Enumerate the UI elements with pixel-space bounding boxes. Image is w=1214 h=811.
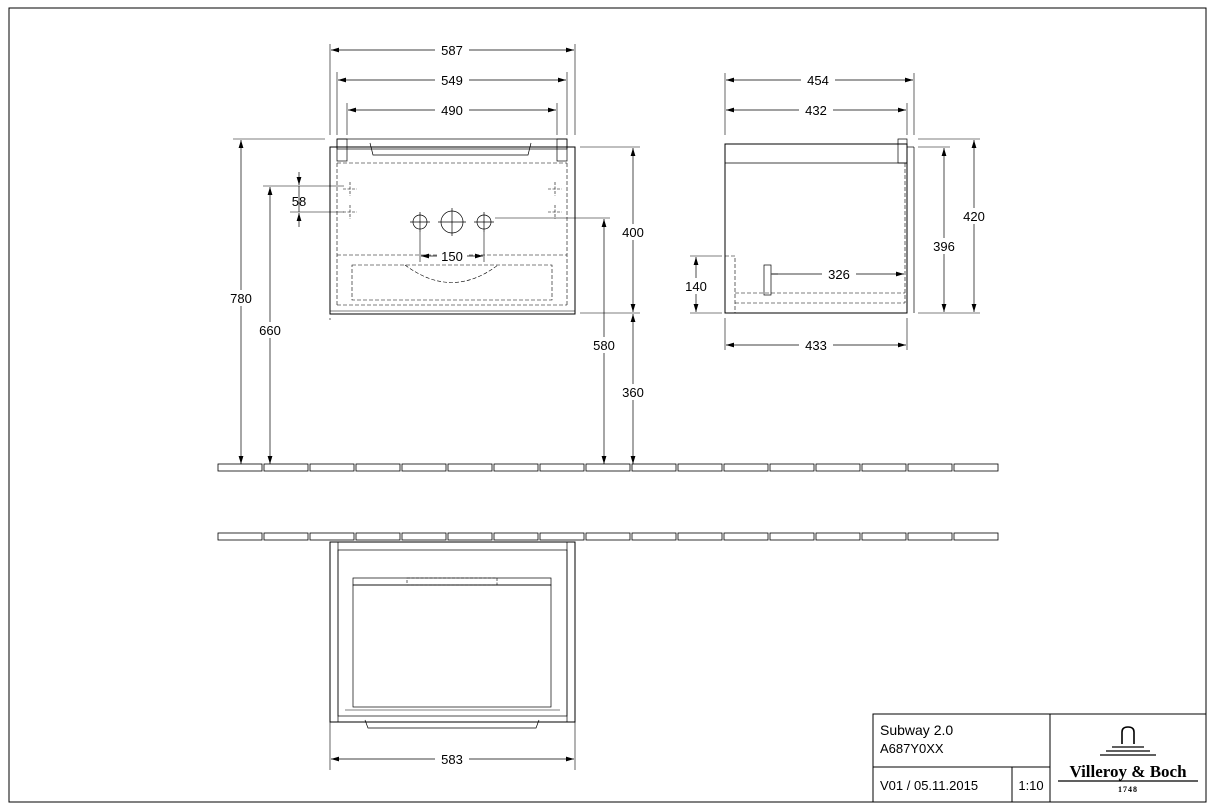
wall-tile xyxy=(861,532,907,541)
fixing-hole-icon xyxy=(343,182,562,219)
wall-tile xyxy=(677,532,723,541)
brand-name: Villeroy & Boch xyxy=(1069,762,1187,781)
dim-label-780: 780 xyxy=(230,291,252,306)
dim-label-360: 360 xyxy=(622,385,644,400)
drawing-scale: 1:10 xyxy=(1018,778,1043,793)
wall-tile xyxy=(355,532,401,541)
wall-tile xyxy=(355,463,401,472)
side-cabinet-outline xyxy=(724,143,908,314)
wall-tile xyxy=(815,532,861,541)
wall-tile xyxy=(723,532,769,541)
dim-label-58: 58 xyxy=(292,194,306,209)
wall-tile xyxy=(677,463,723,472)
dim-label-549: 549 xyxy=(441,73,463,88)
dim-label-490: 490 xyxy=(441,103,463,118)
siphon-icon xyxy=(763,264,778,296)
faucet-icon xyxy=(1100,726,1156,756)
top-view: 583 xyxy=(329,541,576,770)
wall-tile xyxy=(585,532,631,541)
dim-label-587: 587 xyxy=(441,43,463,58)
dim-label-432: 432 xyxy=(805,103,827,118)
product-name: Subway 2.0 xyxy=(880,722,953,738)
wall-tile xyxy=(769,532,815,541)
wall-tile xyxy=(263,463,309,472)
wall-tile xyxy=(493,532,539,541)
front-cabinet-outline xyxy=(329,146,576,315)
title-block: Subway 2.0 A687Y0XX V01 / 05.11.2015 1:1… xyxy=(872,713,1207,803)
side-basin-edge xyxy=(897,138,908,164)
dim-label-150: 150 xyxy=(441,249,463,264)
wall-tile xyxy=(815,463,861,472)
tap-hole-icon xyxy=(410,208,494,236)
side-extension-lines xyxy=(690,73,980,350)
wall-tile xyxy=(769,463,815,472)
version-date: V01 / 05.11.2015 xyxy=(880,778,978,793)
brand-logo: Villeroy & Boch 1748 xyxy=(1058,726,1198,794)
wall-tile xyxy=(447,463,493,472)
dim-label-454: 454 xyxy=(807,73,829,88)
wall-tile xyxy=(217,532,263,541)
front-basin-inner-rim xyxy=(369,142,532,156)
wall-tile xyxy=(401,463,447,472)
brand-year: 1748 xyxy=(1118,785,1138,794)
top-drawer-front xyxy=(352,584,552,708)
wall-tile xyxy=(723,463,769,472)
dim-label-400: 400 xyxy=(622,225,644,240)
dim-label-433: 433 xyxy=(805,338,827,353)
wall-tile xyxy=(447,532,493,541)
front-basin-right-post xyxy=(556,138,568,162)
article-number: A687Y0XX xyxy=(880,741,944,756)
wall-lower xyxy=(217,532,999,541)
wall-tile xyxy=(585,463,631,472)
front-extension-lines xyxy=(233,44,640,320)
dim-label-140: 140 xyxy=(685,279,707,294)
wall-upper xyxy=(217,463,999,472)
wall-tile xyxy=(263,532,309,541)
side-view: 454 432 420 396 326 140 433 xyxy=(680,73,990,353)
wall-tile xyxy=(309,532,355,541)
dim-label-580: 580 xyxy=(593,338,615,353)
top-cabinet-outline xyxy=(329,541,576,723)
wall-tile xyxy=(539,532,585,541)
top-front-handle xyxy=(364,719,540,729)
wall-tile xyxy=(861,463,907,472)
wall-tile xyxy=(907,532,953,541)
wall-tile xyxy=(539,463,585,472)
sheet-border xyxy=(8,7,1207,803)
wall-tile xyxy=(217,463,263,472)
front-view: 587 549 490 780 660 58 150 400 580 360 xyxy=(225,43,649,464)
wall-tile xyxy=(493,463,539,472)
wall-tile xyxy=(631,463,677,472)
wall-tile xyxy=(953,463,999,472)
dim-label-583: 583 xyxy=(441,752,463,767)
wall-tile xyxy=(401,532,447,541)
wall-tile xyxy=(631,532,677,541)
dim-label-396: 396 xyxy=(933,239,955,254)
side-hidden-lines xyxy=(724,163,906,314)
wall-tile xyxy=(309,463,355,472)
dim-label-660: 660 xyxy=(259,323,281,338)
top-handle-hidden xyxy=(406,577,498,586)
dim-label-326: 326 xyxy=(828,267,850,282)
wall-tile xyxy=(907,463,953,472)
dim-label-420: 420 xyxy=(963,209,985,224)
wall-tile xyxy=(953,532,999,541)
front-basin-left-post xyxy=(336,138,348,162)
